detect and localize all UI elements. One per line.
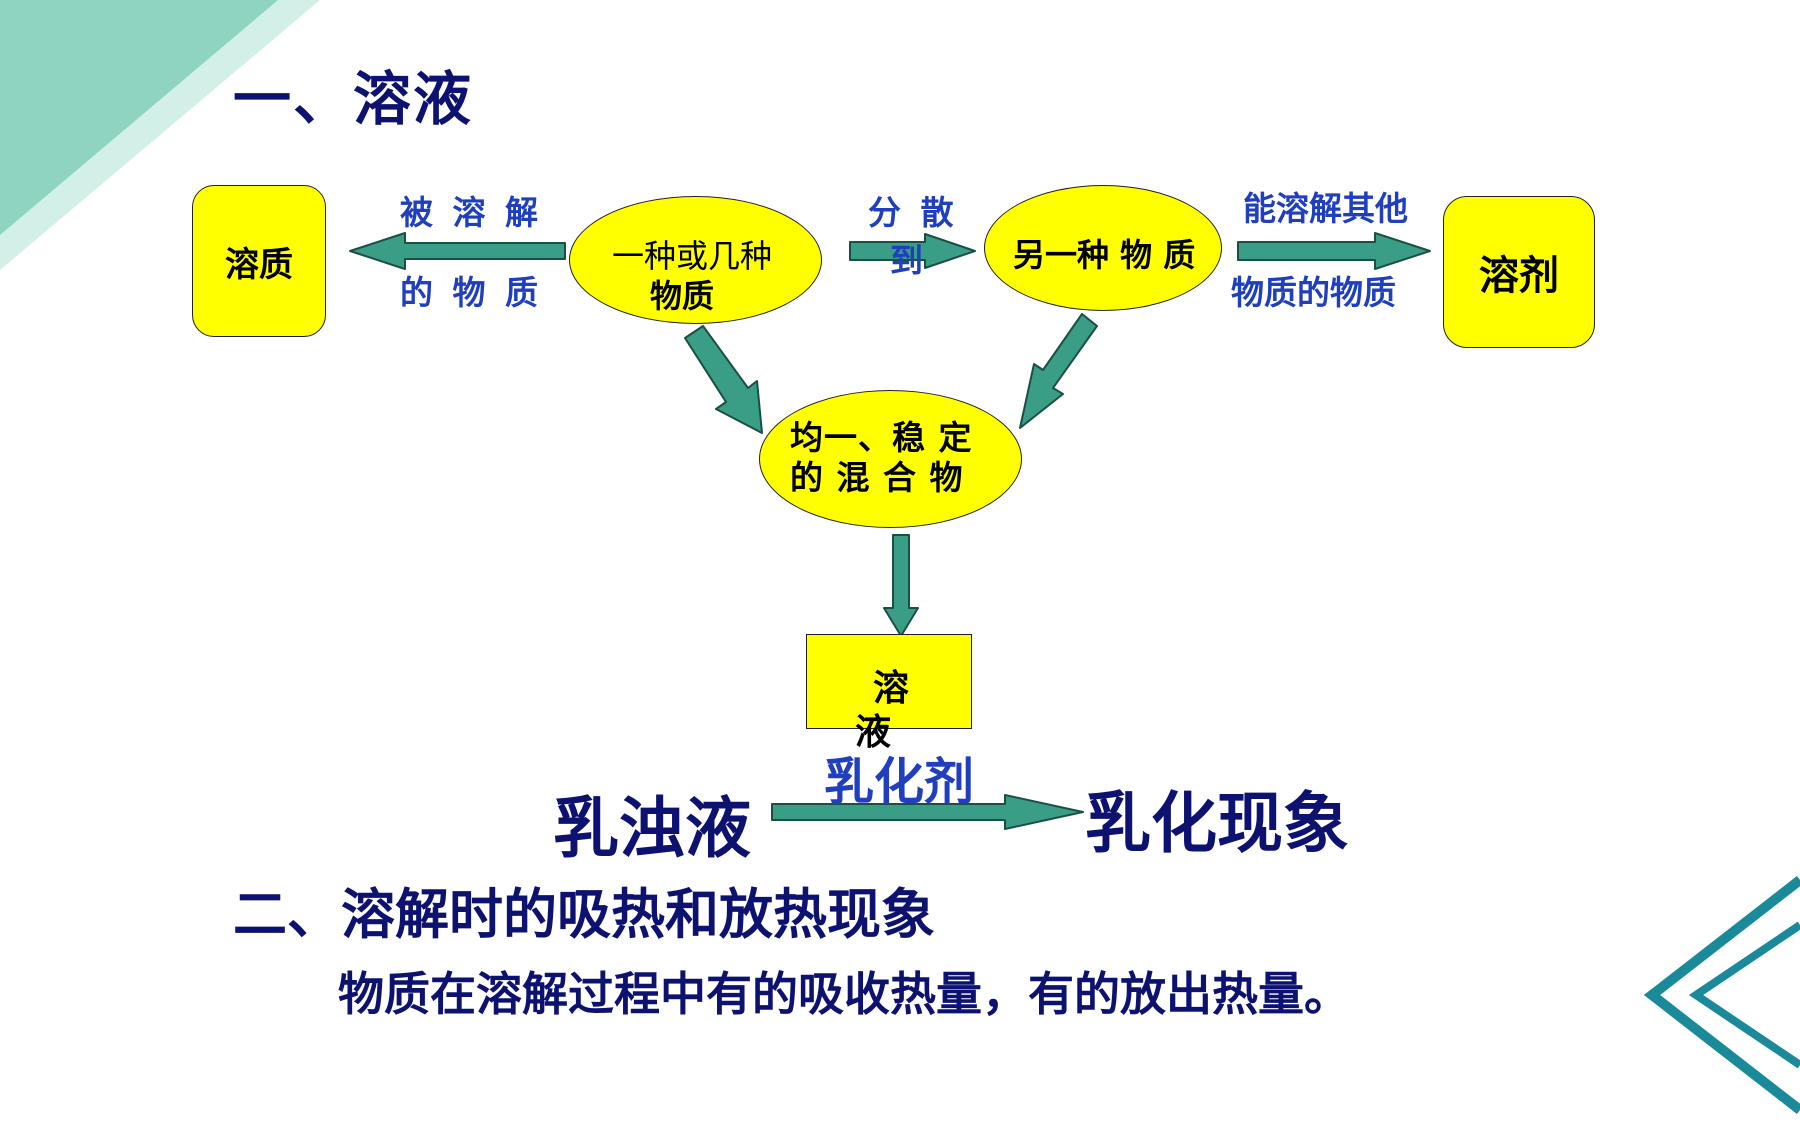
label-can-dissolve-line1: 能溶解其他: [1243, 189, 1408, 228]
label-disperse-line2: 到: [890, 241, 927, 280]
node-solvent-label: 溶剂: [1479, 253, 1559, 299]
node-mixture-line2: 的 混 合 物: [790, 458, 964, 497]
text-emulsification: 乳化现象: [1085, 785, 1349, 862]
label-disperse-line1: 分 散: [868, 193, 958, 232]
section-title-solution: 一、溶液: [233, 65, 474, 133]
node-one-or-more-line1: 一种或几种: [612, 237, 773, 275]
arrow-disperse: [849, 233, 976, 269]
arrow-left-diagonal: [684, 325, 763, 434]
node-uniform-mixture: 均一、稳 定 的 混 合 物: [759, 390, 1022, 528]
node-solution-line1: 溶: [873, 668, 910, 709]
arrow-emulsifier: [771, 794, 1084, 830]
label-dissolved-line1: 被 溶 解: [400, 193, 542, 232]
label-can-dissolve-line2: 物质的物质: [1231, 273, 1396, 312]
node-solution: 溶 液: [806, 634, 972, 753]
section-title-heat: 二、溶解时的吸热和放热现象: [233, 883, 935, 946]
node-another-substance: 另一种 物 质: [984, 185, 1222, 311]
arrow-to-solute: [349, 232, 566, 270]
arrow-down: [883, 534, 919, 637]
node-another-label: 另一种 物 质: [1013, 236, 1196, 274]
arrow-right-diagonal: [1019, 313, 1098, 429]
node-mixture-line1: 均一、稳 定: [790, 418, 973, 457]
heat-description: 物质在溶解过程中有的吸收热量，有的放出热量。: [338, 967, 1350, 1021]
node-solvent: 溶剂: [1443, 196, 1595, 348]
node-solution-line2: 液: [855, 712, 892, 753]
label-emulsifier: 乳化剂: [824, 753, 974, 811]
label-dissolved-line2: 的 物 质: [400, 273, 542, 312]
node-solute: 溶质: [192, 185, 326, 337]
arrow-to-solvent: [1237, 232, 1431, 270]
text-emulsion: 乳浊液: [553, 790, 751, 867]
node-one-or-more-line2: 物质: [650, 277, 715, 315]
node-one-or-more-substances: 一种或几种 物质: [569, 196, 822, 324]
node-solute-label: 溶质: [225, 244, 293, 285]
